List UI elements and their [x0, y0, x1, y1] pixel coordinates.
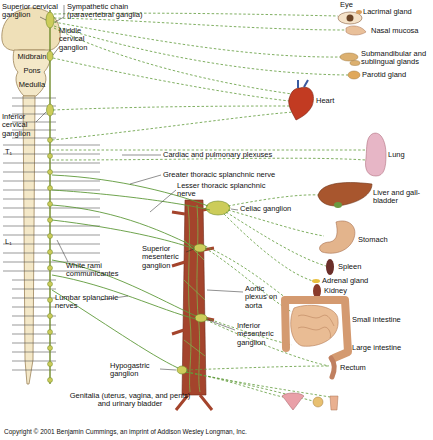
ganglion	[48, 298, 53, 303]
iris	[347, 15, 354, 22]
copyright-note: Copyright © 2001 Benjamin Cummings, an i…	[4, 428, 432, 435]
liver	[318, 183, 372, 206]
ganglion	[48, 250, 53, 255]
urinary-bladder	[313, 397, 323, 407]
aorta	[182, 200, 206, 395]
ganglion-label: Superior cervical ganglion	[2, 3, 72, 20]
ganglion	[48, 314, 53, 319]
preganglionic-fibers	[52, 175, 210, 368]
segment-label: T₁	[5, 148, 21, 156]
organ-label: Genitalia (uterus, vagina, and penis) an…	[68, 392, 192, 409]
ganglion	[47, 51, 53, 61]
organ-label: Nasal mucosa	[371, 27, 431, 35]
ganglion-label: Superior mesenteric ganglion	[142, 245, 186, 270]
sympathetic-chain	[49, 10, 50, 384]
heart-vessels	[298, 80, 308, 88]
organ-label: Stomach	[358, 236, 418, 244]
organ-label: Small intestine	[352, 316, 432, 324]
celiac-ganglion	[206, 201, 230, 215]
lung	[365, 133, 386, 176]
ganglion	[48, 266, 53, 271]
organ-label: Submandibular and sublingual glands	[361, 50, 432, 67]
organ-label: Large intestine	[352, 344, 432, 352]
organ-label: Spleen	[338, 263, 388, 271]
penis	[330, 396, 338, 410]
gallbladder	[334, 202, 342, 208]
brain-label: Medulla	[12, 81, 52, 89]
ganglion	[48, 202, 53, 207]
ganglion-label: Inferior mesenteric ganglion	[237, 322, 281, 347]
plexus-label: Cardiac and pulmonary plexuses	[163, 151, 313, 159]
ganglion	[48, 282, 53, 287]
organ-label: Eye	[340, 1, 364, 9]
submandibular-gland	[340, 53, 358, 61]
structure-label: Sympathetic chain (paravertebral ganglia…	[67, 3, 159, 20]
organ-label: Adrenal gland	[322, 277, 392, 285]
plexus-label: Aortic plexus on aorta	[245, 285, 281, 310]
ganglion	[47, 104, 54, 116]
ganglion	[48, 330, 53, 335]
nerve-label: Lumbar splanchnic nerves	[55, 294, 121, 311]
nasal-mucosa	[346, 26, 366, 35]
ganglion-label: Inferior cervical ganglion	[2, 113, 38, 138]
nerve-label: Lesser thoracic splanchnic nerve	[177, 182, 283, 199]
rectum	[331, 358, 334, 377]
ganglion-label: Celiac ganglion	[240, 205, 320, 213]
organ-label: Lacrimal gland	[363, 8, 431, 16]
ganglion-label: Hypogastric ganglion	[110, 362, 160, 379]
postganglionic-fibers	[52, 13, 366, 401]
organ-label: Parotid gland	[362, 71, 432, 79]
large-intestine	[285, 300, 348, 358]
brain-label: Midbrain	[12, 53, 52, 61]
spinal-nerves	[3, 98, 100, 370]
ganglion	[48, 154, 53, 159]
ganglion	[48, 234, 53, 239]
ganglion	[48, 138, 53, 143]
brain-label: Pons	[12, 67, 52, 75]
ganglion-label: Middle cervical ganglion	[59, 27, 95, 52]
ganglion	[177, 366, 187, 374]
stomach	[320, 221, 355, 253]
ganglion	[46, 12, 54, 28]
nerve-label: White rami communicantes	[66, 262, 124, 279]
organ-label: Kidney	[324, 287, 374, 295]
heart	[289, 87, 314, 120]
aortic-plexus	[184, 205, 205, 392]
ganglion	[48, 362, 53, 367]
ganglion	[48, 170, 53, 175]
kidney	[313, 284, 321, 298]
adrenal-gland	[312, 279, 320, 283]
organ-label: Heart	[316, 97, 356, 105]
nerve-label: Greater thoracic splanchnic nerve	[163, 171, 313, 179]
small-intestine	[291, 305, 338, 346]
segment-label: L₁	[5, 238, 21, 246]
ganglion	[194, 244, 206, 252]
organ-label: Lung	[388, 151, 428, 159]
spinal-cord	[23, 96, 35, 384]
ganglion	[48, 186, 53, 191]
lacrimal-gland	[356, 10, 362, 14]
spleen	[326, 259, 334, 275]
uterus	[282, 393, 304, 410]
ganglion	[48, 346, 53, 351]
ganglion	[195, 314, 207, 322]
sublingual-gland	[350, 61, 360, 66]
intestine-loops	[298, 315, 334, 338]
ganglion	[48, 378, 53, 383]
organ-label: Liver and gall-bladder	[373, 189, 431, 206]
ganglion	[48, 218, 53, 223]
organ-label: Rectum	[340, 364, 400, 372]
parotid-gland	[348, 71, 360, 79]
